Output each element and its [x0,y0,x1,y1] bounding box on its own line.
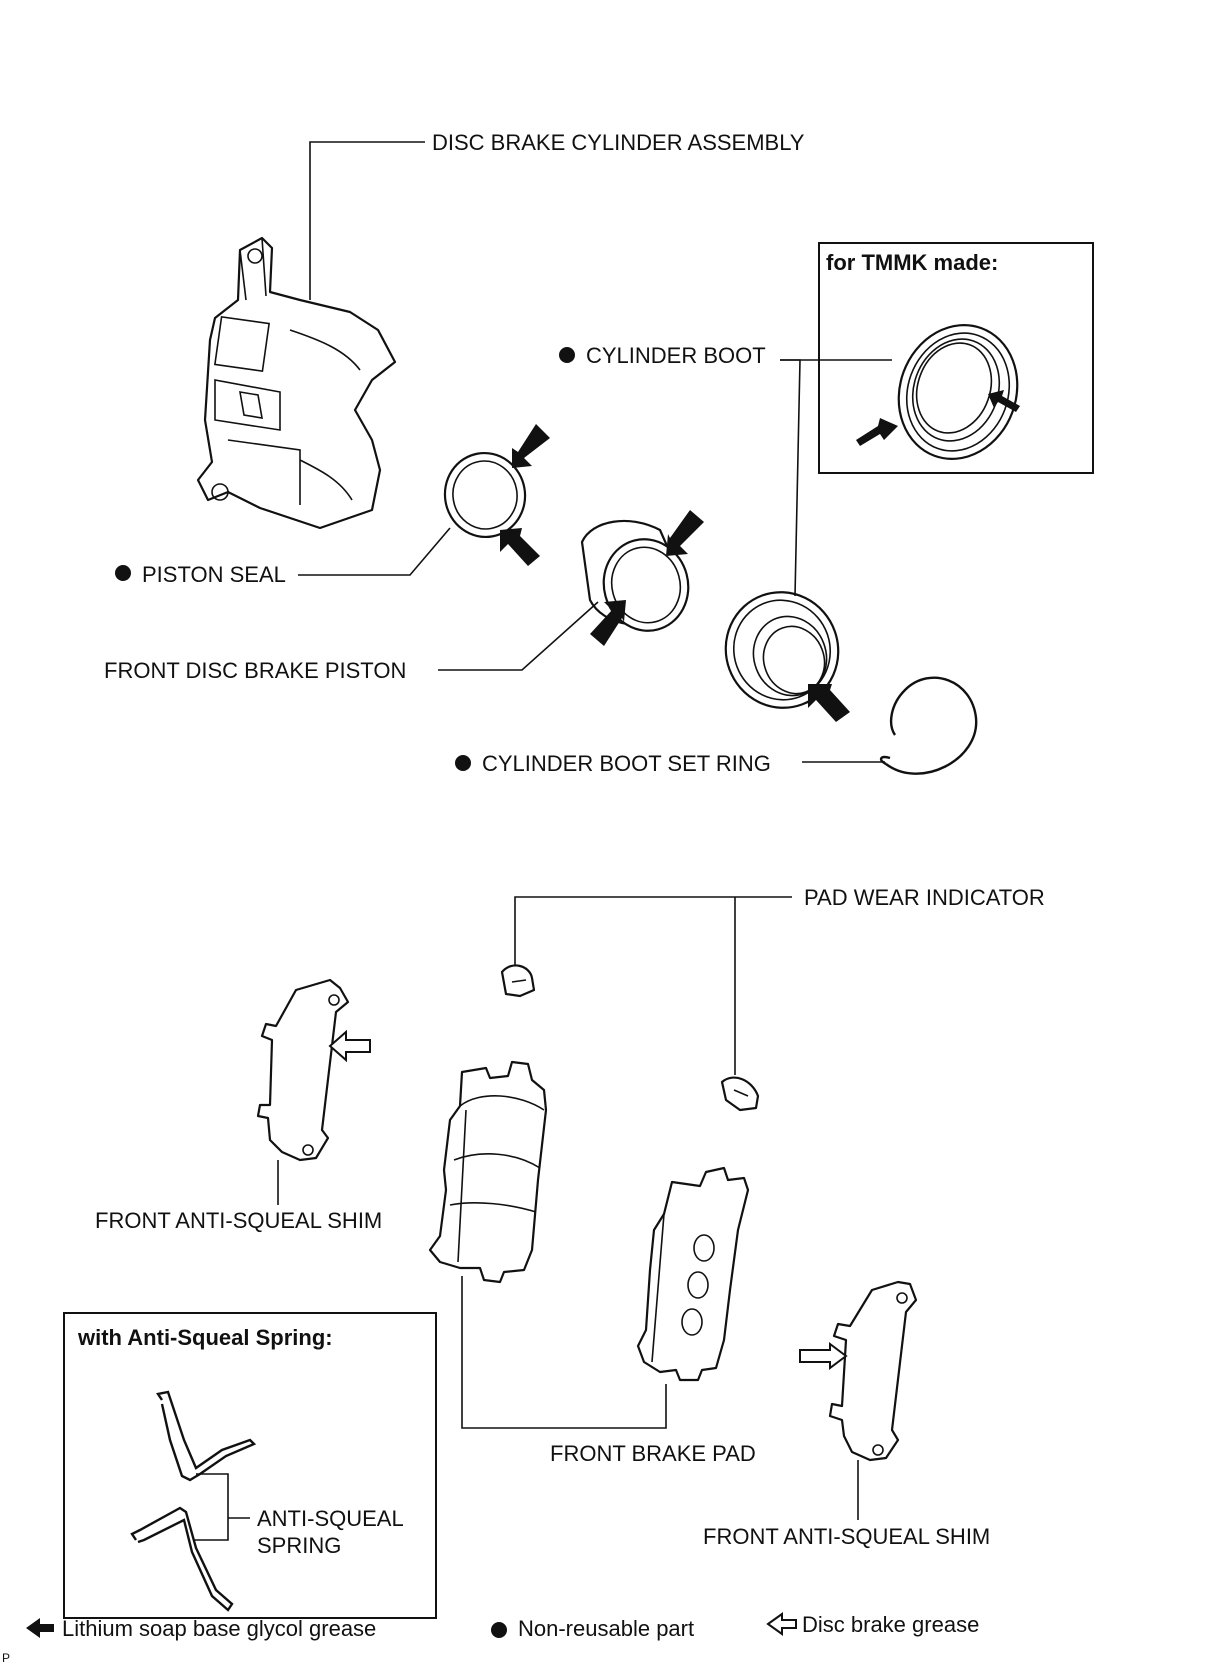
front-anti-squeal-shim-left-drawing [256,978,350,1162]
pad-wear-indicator-drawing [500,964,760,1112]
front-anti-squeal-shim-right-drawing [828,1280,918,1462]
spring-inset-box [63,1312,437,1619]
tmmk-cylinder-boot-drawing [897,323,1019,461]
anti-squeal-spring-leader [194,1473,229,1541]
label-cylinder-boot-set-ring: CYLINDER BOOT SET RING [482,751,771,776]
non-reusable-dot-icon [115,565,131,581]
anti-squeal-spring-drawing [130,1390,257,1612]
disc-brake-cylinder-assembly-leader [309,141,425,300]
label-front-anti-squeal-shim-left: FRONT ANTI-SQUEAL SHIM [95,1208,382,1233]
front-brake-pad-left-drawing [428,1060,548,1284]
label-front-anti-squeal-shim-right: FRONT ANTI-SQUEAL SHIM [703,1524,990,1549]
cylinder-boot-drawing [724,591,840,709]
lithium-grease-arrow-icon [808,684,850,722]
lithium-grease-arrow-icon [666,510,704,556]
tmmk-inset-box [818,242,1094,474]
piston-seal-leader [298,527,451,576]
label-pad-wear-indicator: PAD WEAR INDICATOR [804,885,1045,910]
lithium-grease-arrow-icon [590,600,626,646]
label-anti-squeal-spring-1: ANTI-SQUEAL [257,1506,404,1531]
cylinder-boot-set-ring-drawing [879,676,978,775]
front-disc-brake-piston-drawing [580,519,690,632]
lithium-grease-arrow-icon [988,390,1020,412]
front-brake-pad-leader [461,1276,667,1429]
label-piston-seal: PISTON SEAL [142,562,286,587]
lithium-grease-arrow-icon [500,528,540,566]
spring-inset-title: with Anti-Squeal Spring: [77,1325,333,1350]
legend-non-reusable: Non-reusable part [518,1616,694,1641]
label-cylinder-boot: CYLINDER BOOT [586,343,766,368]
label-front-brake-pad: FRONT BRAKE PAD [550,1441,756,1466]
front-disc-brake-piston-leader [438,601,599,671]
label-front-disc-brake-piston: FRONT DISC BRAKE PISTON [104,658,406,683]
lithium-grease-legend-icon [26,1618,54,1638]
cylinder-boot-leader [780,359,801,597]
disc-brake-grease-arrow-icon [799,1342,848,1370]
tmmk-inset-title: for TMMK made: [826,250,998,275]
non-reusable-legend-icon [491,1622,507,1638]
legend-lithium-grease: Lithium soap base glycol grease [62,1616,376,1641]
non-reusable-dot-icon [559,347,575,363]
disc-brake-grease-arrow-icon [328,1029,371,1063]
label-disc-brake-cylinder-assembly: DISC BRAKE CYLINDER ASSEMBLY [432,130,805,155]
piston-seal-drawing [443,451,527,539]
front-brake-pad-right-drawing [636,1166,750,1382]
lithium-grease-arrow-icon [856,418,898,446]
pad-wear-indicator-leader [514,896,792,970]
non-reusable-dot-icon [455,755,471,771]
legend: Lithium soap base glycol grease Non-reus… [26,1612,979,1641]
disc-brake-grease-legend-icon [766,1612,797,1636]
corner-mark: P [2,1651,10,1665]
label-anti-squeal-spring-2: SPRING [257,1533,341,1558]
legend-disc-brake-grease: Disc brake grease [802,1612,979,1637]
lithium-grease-arrow-icon [512,424,550,468]
disc-brake-cylinder-assembly-drawing [196,236,397,530]
